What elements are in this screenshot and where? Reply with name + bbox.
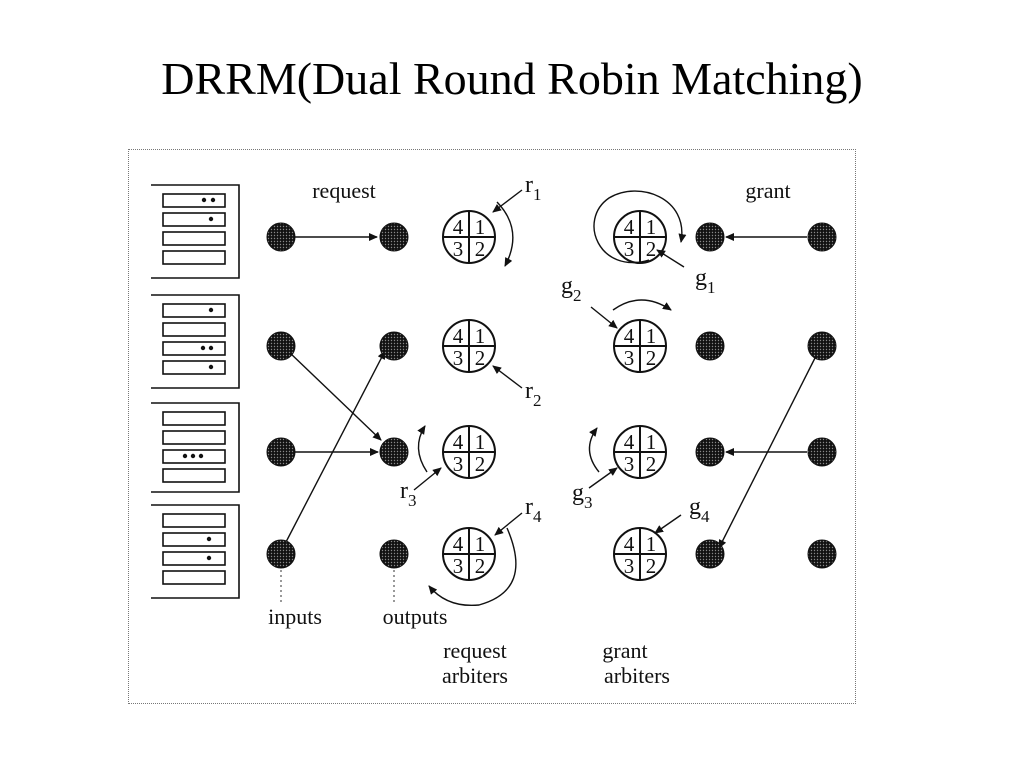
request-arbiter-2-quadrant-1: 1 xyxy=(475,324,486,348)
grant-input-node-2 xyxy=(807,331,837,361)
request-arbiter-4-quadrant-1: 1 xyxy=(475,532,486,556)
grant-arbiter-1-quadrant-3: 3 xyxy=(624,237,635,261)
request-phase-label: request xyxy=(312,178,376,203)
pointer-label-r2: r2 xyxy=(525,378,542,410)
pointer-label-g4: g4 xyxy=(689,494,710,526)
grant-arbiter-2-quadrant-4: 4 xyxy=(624,324,635,348)
request-arbiter-4-quadrant-4: 4 xyxy=(453,532,464,556)
grant-output-node-1 xyxy=(695,222,725,252)
request-arbiter-2-quadrant-4: 4 xyxy=(453,324,464,348)
request-edge-4-2 xyxy=(285,350,386,543)
grant-arbiter-4-quadrant-3: 3 xyxy=(624,554,635,578)
grant-arbiter-4-quadrant-2: 2 xyxy=(646,554,657,578)
request-arbiter-3-quadrant-2: 2 xyxy=(475,452,486,476)
outputs-label: outputs xyxy=(383,604,448,629)
request-arbiter-1-quadrant-2: 2 xyxy=(475,237,486,261)
grant-output-node-2 xyxy=(695,331,725,361)
queue-3 xyxy=(151,402,240,493)
grant-arbiter-3-quadrant-4: 4 xyxy=(624,430,635,454)
grant-arbiter-4-quadrant-4: 4 xyxy=(624,532,635,556)
grant-arbiter-1-quadrant-4: 4 xyxy=(624,215,635,239)
grant-input-node-4 xyxy=(807,539,837,569)
request-arbiter-2-quadrant-3: 3 xyxy=(453,346,464,370)
grant-output-node-4 xyxy=(695,539,725,569)
grant-arbiter-2-quadrant-2: 2 xyxy=(646,346,657,370)
input-node-1 xyxy=(266,222,296,252)
request-arbiter-2-quadrant-2: 2 xyxy=(475,346,486,370)
request-edge-2-3 xyxy=(288,351,382,441)
pointer-label-r1: r1 xyxy=(525,172,542,204)
grant-input-node-3 xyxy=(807,437,837,467)
grant-input-node-1 xyxy=(807,222,837,252)
request-arbiter-3-quadrant-4: 4 xyxy=(453,430,464,454)
grant-arbiter-3-quadrant-1: 1 xyxy=(646,430,657,454)
grant-arbiter-3-quadrant-2: 2 xyxy=(646,452,657,476)
input-node-2 xyxy=(266,331,296,361)
output-node-1 xyxy=(379,222,409,252)
request-arbiter-1-quadrant-4: 4 xyxy=(453,215,464,239)
grant-arbiter-2-quadrant-3: 3 xyxy=(624,346,635,370)
output-node-4 xyxy=(379,539,409,569)
output-node-3 xyxy=(379,437,409,467)
input-queues xyxy=(151,184,240,599)
nodes xyxy=(266,222,837,569)
queue-4 xyxy=(151,504,240,599)
request-arbiters-label-line2: arbiters xyxy=(442,663,508,688)
slide-title: DRRM(Dual Round Robin Matching) xyxy=(161,53,863,104)
grant-arbiter-1-quadrant-2: 2 xyxy=(646,237,657,261)
label-leaders xyxy=(280,570,395,602)
pointer-arrows xyxy=(413,189,687,607)
request-edges xyxy=(285,233,386,543)
queue-2 xyxy=(151,294,240,389)
pointer-label-g2: g2 xyxy=(561,273,582,305)
pointer-label-g3: g3 xyxy=(572,480,593,512)
grant-arbiter-4-quadrant-1: 1 xyxy=(646,532,657,556)
request-arbiter-1-quadrant-1: 1 xyxy=(475,215,486,239)
request-arbiters-label-line1: request xyxy=(443,638,507,663)
request-arbiter-1-quadrant-3: 3 xyxy=(453,237,464,261)
output-node-2 xyxy=(379,331,409,361)
grant-arbiter-1-quadrant-1: 1 xyxy=(646,215,657,239)
grant-arbiters-label-line1: grant xyxy=(602,638,647,663)
input-node-3 xyxy=(266,437,296,467)
grant-edge-2-4 xyxy=(718,357,816,549)
pointer-label-g1: g1 xyxy=(695,265,716,297)
grant-phase-label: grant xyxy=(745,178,790,203)
grant-arbiter-3-quadrant-3: 3 xyxy=(624,452,635,476)
request-arbiter-4-quadrant-3: 3 xyxy=(453,554,464,578)
queue-1 xyxy=(151,184,240,279)
request-arbiter-4-quadrant-2: 2 xyxy=(475,554,486,578)
grant-output-node-3 xyxy=(695,437,725,467)
grant-arbiters-label-line2: arbiters xyxy=(604,663,670,688)
pointer-label-r4: r4 xyxy=(525,494,542,526)
pointer-labels: r1 r2 r3 r4 g1 g2 g3 g4 xyxy=(400,172,716,526)
request-arbiter-3-quadrant-3: 3 xyxy=(453,452,464,476)
pointer-label-r3: r3 xyxy=(400,478,417,510)
grant-arbiter-2-quadrant-1: 1 xyxy=(646,324,657,348)
input-node-4 xyxy=(266,539,296,569)
grant-edges xyxy=(718,233,816,549)
inputs-label: inputs xyxy=(268,604,322,629)
request-arbiter-3-quadrant-1: 1 xyxy=(475,430,486,454)
